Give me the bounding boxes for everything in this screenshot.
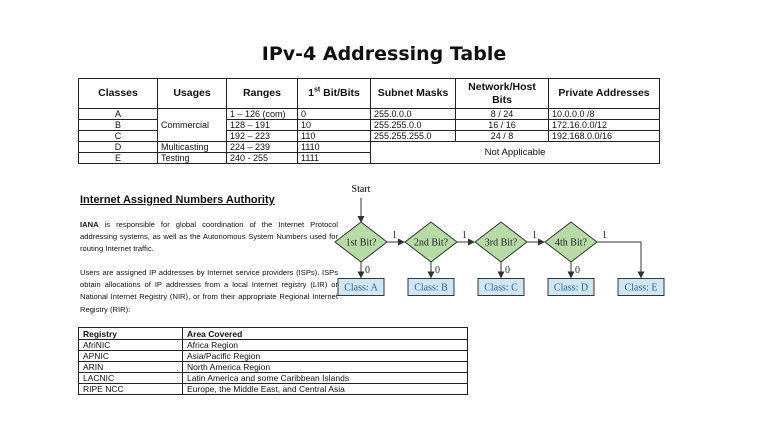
cell-network-host: 16 / 16 (455, 119, 549, 131)
registry-header-row: Registry Area Covered (78, 327, 468, 340)
header-first-bits: 1st Bit/Bits (297, 78, 371, 109)
class-label: Class: D (554, 283, 588, 294)
cell-mask: 255.255.255.0 (370, 130, 456, 142)
decision-label: 3rd Bit? (485, 238, 518, 249)
class-box (477, 278, 525, 296)
iana-paragraph-text: is responsible for global coordination o… (80, 220, 338, 254)
cell-registry: APNIC (78, 350, 183, 362)
cell-usage (157, 108, 227, 120)
cell-range: 224 – 239 (226, 141, 298, 153)
flow-no-label: 0 (505, 265, 510, 276)
decision-label: 1st Bit? (346, 238, 377, 249)
table-row: E Testing 240 - 255 1111 (78, 152, 660, 164)
flow-yes-label: 1 (392, 230, 397, 241)
class-label: Class: A (344, 283, 378, 294)
cell-private: 192.168.0.0/16 (548, 130, 660, 142)
cell-class: C (78, 130, 158, 142)
flow-yes-arrow (597, 241, 645, 279)
header-registry: Registry (78, 327, 183, 340)
cell-area: Asia/Pacific Region (182, 350, 468, 362)
iana-paragraph: IANA is responsible for global coordinat… (80, 219, 338, 256)
cell-bits: 1111 (297, 152, 371, 164)
decision-label: 4th Bit? (555, 238, 588, 249)
cell-mask: 255.255.0.0 (370, 119, 456, 131)
header-subnet-masks: Subnet Masks (370, 78, 456, 109)
flow-start-label: Start (352, 184, 371, 195)
class-box (547, 278, 595, 296)
cell-network-host: 24 / 8 (455, 130, 549, 142)
flow-no-label: 0 (575, 265, 580, 276)
header-first-bits-num: 1 (308, 87, 314, 99)
cell-bits: 1110 (297, 141, 371, 153)
header-ranges: Ranges (226, 78, 298, 109)
cell-class: D (78, 141, 158, 153)
cell-usage: Testing (157, 152, 227, 164)
header-area-covered: Area Covered (182, 327, 468, 340)
table-header-row: Classes Usages Ranges 1st Bit/Bits Subne… (78, 78, 660, 109)
cell-registry: ARIN (78, 361, 183, 373)
cell-bits: 110 (297, 130, 371, 142)
cell-bits: 10 (297, 119, 371, 131)
cell-registry: RIPE NCC (78, 383, 183, 395)
isp-paragraph: Users are assigned IP addresses by Inter… (80, 268, 338, 314)
header-private-addresses: Private Addresses (548, 78, 660, 109)
class-label: Class: C (484, 283, 518, 294)
cell-class: E (78, 152, 158, 164)
ipv4-addressing-table: Classes Usages Ranges 1st Bit/Bits Subne… (78, 78, 660, 164)
iana-heading: Internet Assigned Numbers Authority (80, 194, 275, 206)
table-row: B Commercial 128 – 191 10 255.255.0.0 16… (78, 119, 660, 131)
header-usages: Usages (157, 78, 227, 109)
cell-usage-commercial: Commercial (157, 119, 227, 131)
header-first-bits-rest: Bit/Bits (320, 87, 360, 99)
decision-label: 2nd Bit? (414, 238, 449, 249)
cell-registry: AfriNIC (78, 339, 183, 351)
header-first-bits-sup: st (313, 86, 321, 94)
cell-area: North America Region (182, 361, 468, 373)
table-row: D Multicasting 224 – 239 1110 Not Applic… (78, 141, 660, 164)
cell-range: 128 – 191 (226, 119, 298, 131)
cell-range: 192 – 223 (226, 130, 298, 142)
flow-no-label: 0 (435, 265, 440, 276)
header-network-host-bits: Network/Host Bits (455, 78, 549, 109)
cell-area: Europe, the Middle East, and Central Asi… (182, 383, 468, 395)
cell-range: 1 – 126 (com) (226, 108, 298, 120)
cell-mask: 255.0.0.0 (370, 108, 456, 120)
page-title: IPv-4 Addressing Table (261, 43, 507, 65)
class-determination-flowchart: Start 1st Bit? 0 1 2nd Bit? 0 1 3rd Bit? 0 1 4th … (334, 184, 665, 296)
class-label: Class: E (624, 283, 657, 294)
class-label: Class: B (414, 283, 448, 294)
cell-bits: 0 (297, 108, 371, 120)
cell-usage (157, 130, 227, 142)
class-box (337, 278, 385, 296)
cell-range: 240 - 255 (226, 152, 298, 164)
cell-area: Latin America and some Caribbean Islands (182, 372, 468, 384)
cell-network-host: 8 / 24 (455, 108, 549, 120)
flow-yes-label: 1 (532, 230, 537, 241)
iana-lead: IANA (80, 220, 99, 229)
cell-private: 172.16.0.0/12 (548, 119, 660, 131)
flow-yes-label: 1 (462, 230, 467, 241)
class-box (617, 278, 665, 296)
cell-class: A (78, 108, 158, 120)
header-classes: Classes (78, 78, 158, 109)
cell-class: B (78, 119, 158, 131)
cell-registry: LACNIC (78, 372, 183, 384)
class-box (407, 278, 455, 296)
cell-area: Africa Region (182, 339, 468, 351)
table-row: C 192 – 223 110 255.255.255.0 24 / 8 192… (78, 130, 660, 142)
flow-yes-label: 1 (602, 230, 607, 241)
cell-usage: Multicasting (157, 141, 227, 153)
cell-private: 10.0.0.0 /8 (548, 108, 660, 120)
table-row: A 1 – 126 (com) 0 255.0.0.0 8 / 24 10.0.… (78, 108, 660, 120)
cell-not-applicable: Not Applicable (370, 141, 660, 164)
flow-no-label: 0 (365, 265, 370, 276)
